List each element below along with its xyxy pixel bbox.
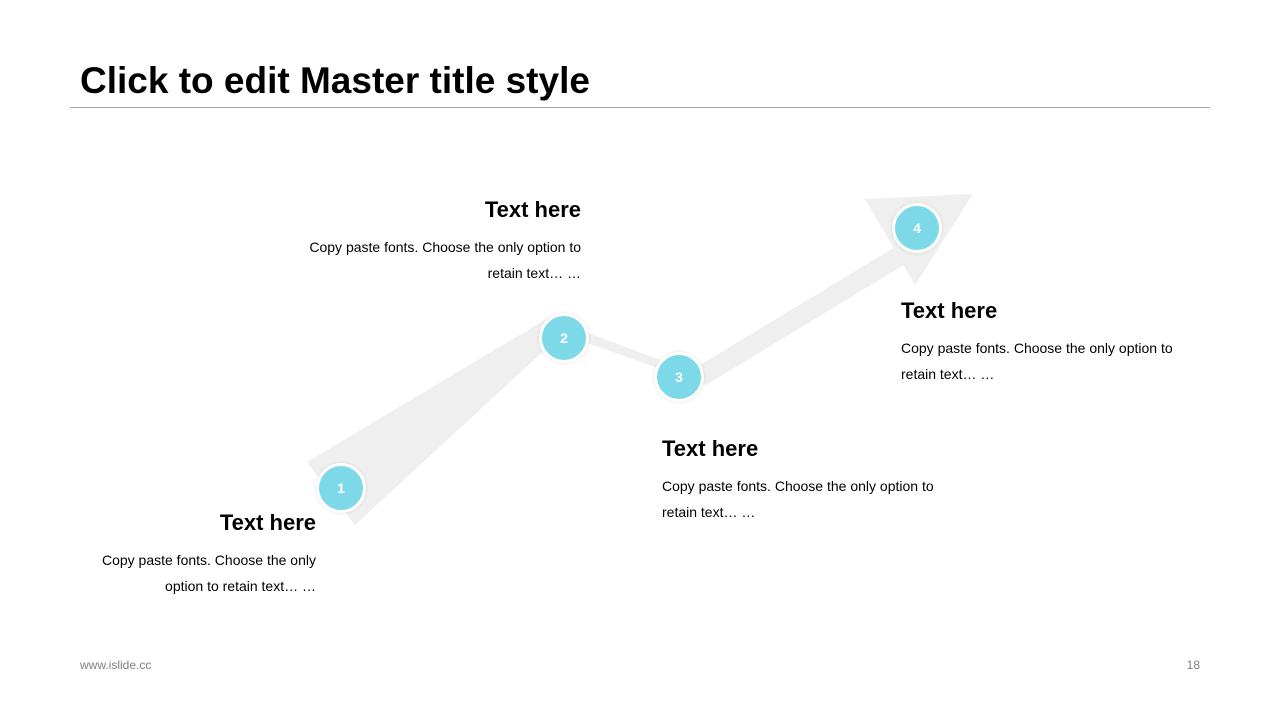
step-4-heading[interactable]: Text here — [901, 298, 998, 323]
footer-website: www.islide.cc — [80, 658, 152, 672]
step-1-marker: 1 — [316, 463, 366, 513]
arrow-body — [307, 238, 922, 525]
step-4-body[interactable]: Copy paste fonts. Choose the only option… — [901, 340, 1173, 382]
step-4-text: Text here Copy paste fonts. Choose the o… — [901, 297, 1196, 387]
page-number: 18 — [1186, 658, 1200, 672]
step-1-heading[interactable]: Text here — [219, 510, 316, 535]
step-2-body[interactable]: Copy paste fonts. Choose the only option… — [309, 239, 581, 281]
step-3-text: Text here Copy paste fonts. Choose the o… — [662, 435, 957, 525]
step-3-heading[interactable]: Text here — [662, 436, 759, 461]
step-4-marker: 4 — [892, 203, 942, 253]
step-2-marker: 2 — [539, 313, 589, 363]
step-3-body[interactable]: Copy paste fonts. Choose the only option… — [662, 478, 934, 520]
step-1-body[interactable]: Copy paste fonts. Choose the only option… — [101, 552, 316, 594]
step-2-text: Text here Copy paste fonts. Choose the o… — [301, 196, 581, 286]
step-1-text: Text here Copy paste fonts. Choose the o… — [86, 509, 316, 599]
slide-title[interactable]: Click to edit Master title style — [80, 60, 590, 101]
title-divider — [70, 107, 1210, 108]
step-2-heading[interactable]: Text here — [484, 197, 581, 222]
step-3-marker: 3 — [654, 352, 704, 402]
